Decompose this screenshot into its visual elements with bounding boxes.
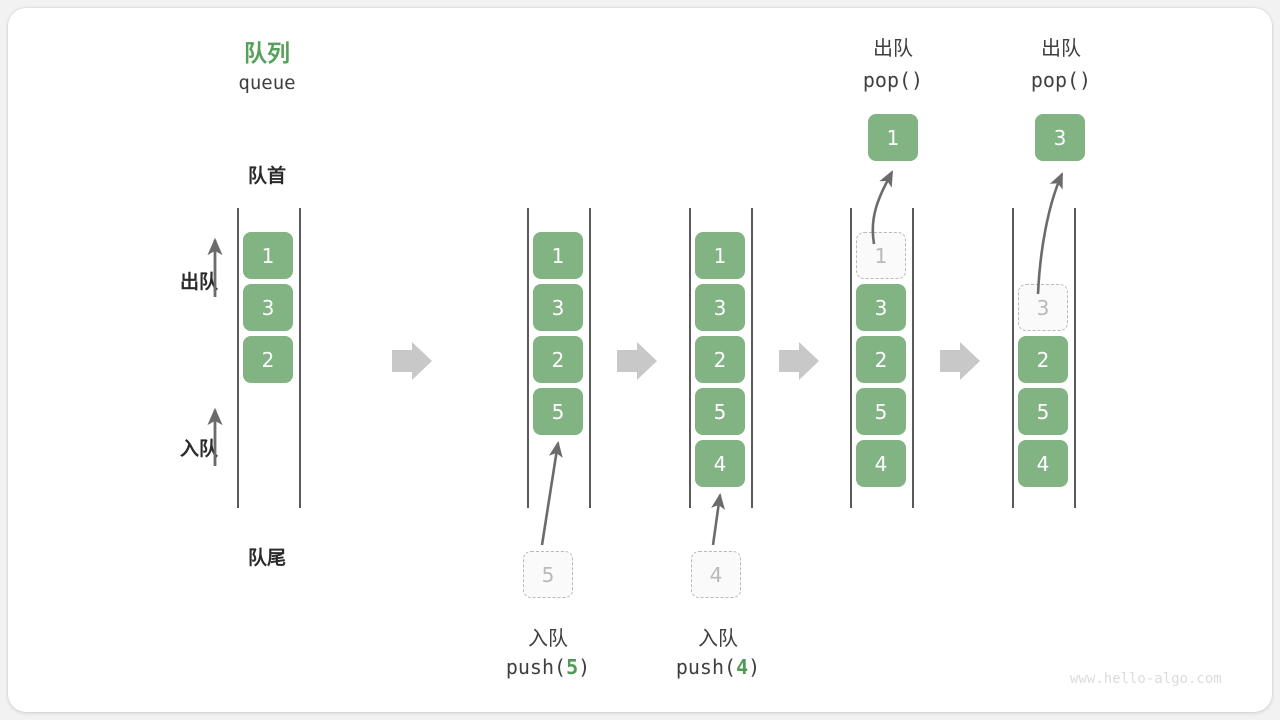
popped-item: 3 — [1035, 114, 1085, 161]
pop-caption-code-2: pop() — [1030, 68, 1092, 92]
figure-title-en: queue — [238, 72, 296, 94]
queue-item: 2 — [1018, 336, 1068, 383]
rail-left-panel-5 — [1012, 208, 1014, 508]
front-label: 队首 — [247, 165, 286, 187]
watermark: www.hello-algo.com — [1070, 671, 1222, 687]
rail-left-panel-1 — [237, 208, 239, 508]
queue-item: 4 — [695, 440, 745, 487]
push-code-suffix: ) — [748, 655, 761, 679]
queue-item: 5 — [533, 388, 583, 435]
push-code-suffix: ) — [578, 655, 591, 679]
queue-item: 1 — [533, 232, 583, 279]
rail-right-panel-2 — [589, 208, 591, 508]
pop-caption-cn-1: 出队 — [873, 36, 913, 60]
push-code-prefix: push( — [675, 655, 737, 679]
queue-item: 4 — [856, 440, 906, 487]
rail-left-panel-3 — [689, 208, 691, 508]
queue-item: 2 — [243, 336, 293, 383]
queue-item: 3 — [243, 284, 293, 331]
queue-item: 5 — [1018, 388, 1068, 435]
queue-item: 3 — [695, 284, 745, 331]
push-caption-cn-2: 入队 — [698, 626, 738, 650]
queue-item: 2 — [695, 336, 745, 383]
queue-item: 4 — [1018, 440, 1068, 487]
incoming-item-ghost: 4 — [691, 551, 741, 598]
push-code-number: 5 — [566, 655, 579, 679]
dequeue-side-label: 出队 — [179, 271, 218, 293]
push-caption-code-1: push(5) — [468, 655, 628, 679]
rail-left-panel-2 — [527, 208, 529, 508]
rail-right-panel-5 — [1074, 208, 1076, 508]
pop-caption-cn-2: 出队 — [1041, 36, 1081, 60]
rail-left-panel-4 — [850, 208, 852, 508]
queue-item-ghost: 3 — [1018, 284, 1068, 331]
queue-item-ghost: 1 — [856, 232, 906, 279]
rear-label: 队尾 — [247, 547, 286, 569]
push-caption-code-2: push(4) — [638, 655, 798, 679]
rail-right-panel-4 — [912, 208, 914, 508]
figure-title-cn: 队列 — [244, 41, 290, 67]
push-code-number: 4 — [736, 655, 749, 679]
incoming-item-ghost: 5 — [523, 551, 573, 598]
enqueue-side-label: 入队 — [179, 438, 218, 460]
queue-item: 2 — [533, 336, 583, 383]
push-caption-cn-1: 入队 — [528, 626, 568, 650]
queue-item: 5 — [695, 388, 745, 435]
rail-right-panel-3 — [751, 208, 753, 508]
queue-item: 1 — [695, 232, 745, 279]
queue-item: 2 — [856, 336, 906, 383]
queue-item: 5 — [856, 388, 906, 435]
rail-right-panel-1 — [299, 208, 301, 508]
queue-item: 3 — [533, 284, 583, 331]
queue-item: 3 — [856, 284, 906, 331]
popped-item: 1 — [868, 114, 918, 161]
push-code-prefix: push( — [505, 655, 567, 679]
diagram-card — [8, 8, 1272, 712]
queue-item: 1 — [243, 232, 293, 279]
pop-caption-code-1: pop() — [862, 68, 924, 92]
